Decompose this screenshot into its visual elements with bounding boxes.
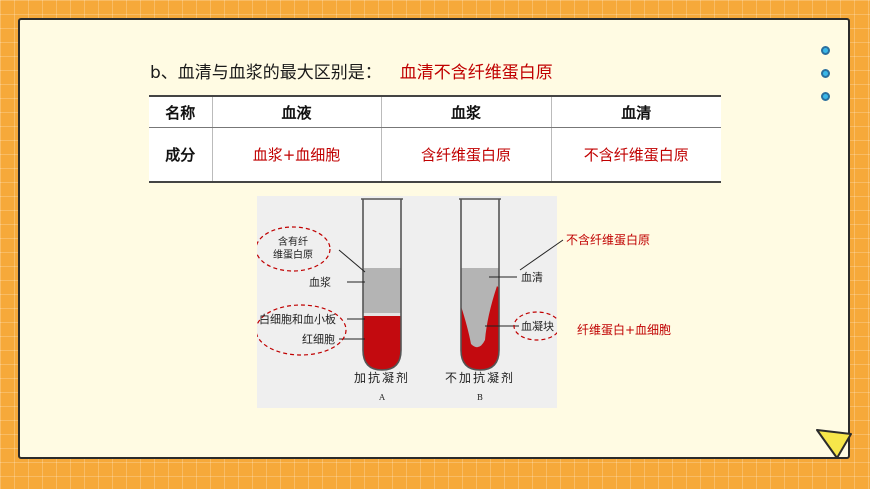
label-plasma: 血浆 <box>309 275 331 289</box>
test-tube-figure: 含有纤 维蛋白原 血浆 白细胞和血小板 红细胞 血清 血凝块 加抗凝剂 不加抗凝… <box>255 196 561 408</box>
header-cell: 名称 <box>149 95 212 128</box>
table-cell: 不含纤维蛋白原 <box>550 127 721 183</box>
decor-dot-icon <box>821 69 830 78</box>
caption-a: 加抗凝剂 <box>354 370 410 385</box>
tube-a <box>361 198 403 371</box>
callout-ellipse-cells <box>255 304 347 356</box>
page-fold-corner <box>816 429 852 459</box>
caption-b: 不加抗凝剂 <box>445 370 515 385</box>
table-row: 成分 血浆+血细胞 含纤维蛋白原 不含纤维蛋白原 <box>149 127 721 183</box>
table-cell: 血浆+血细胞 <box>211 127 381 183</box>
header-cell: 血浆 <box>380 95 551 128</box>
header-cell: 血清 <box>550 95 721 128</box>
note-serum: 不含纤维蛋白原 <box>566 233 651 247</box>
tube-b <box>459 198 501 371</box>
note-clot: 纤维蛋白+血细胞 <box>577 323 672 337</box>
comparison-table: 名称 血液 血浆 血清 成分 血浆+血细胞 含纤维蛋白原 不含纤维蛋白原 <box>149 95 721 183</box>
heading-text: b、血清与血浆的最大区别是： <box>150 63 382 83</box>
label-serum: 血清 <box>521 270 543 284</box>
label-clot: 血凝块 <box>521 319 554 333</box>
table-cell: 含纤维蛋白原 <box>380 127 551 183</box>
callout-a-line2: 维蛋白原 <box>273 248 313 261</box>
heading-answer: 血清不含纤维蛋白原 <box>399 63 553 83</box>
table-header-row: 名称 血液 血浆 血清 <box>149 95 721 128</box>
callout-a-line1: 含有纤 <box>278 235 308 248</box>
decor-dot-icon <box>821 46 830 55</box>
letter-b: B <box>477 393 483 402</box>
decor-dot-icon <box>821 92 830 101</box>
label-wbc: 白细胞和血小板 <box>259 312 336 326</box>
header-cell: 血液 <box>211 95 381 128</box>
letter-a: A <box>378 393 385 402</box>
row-label: 成分 <box>149 127 212 183</box>
question-heading: b、血清与血浆的最大区别是： 血清不含纤维蛋白原 <box>150 58 553 83</box>
label-rbc: 红细胞 <box>302 333 335 346</box>
